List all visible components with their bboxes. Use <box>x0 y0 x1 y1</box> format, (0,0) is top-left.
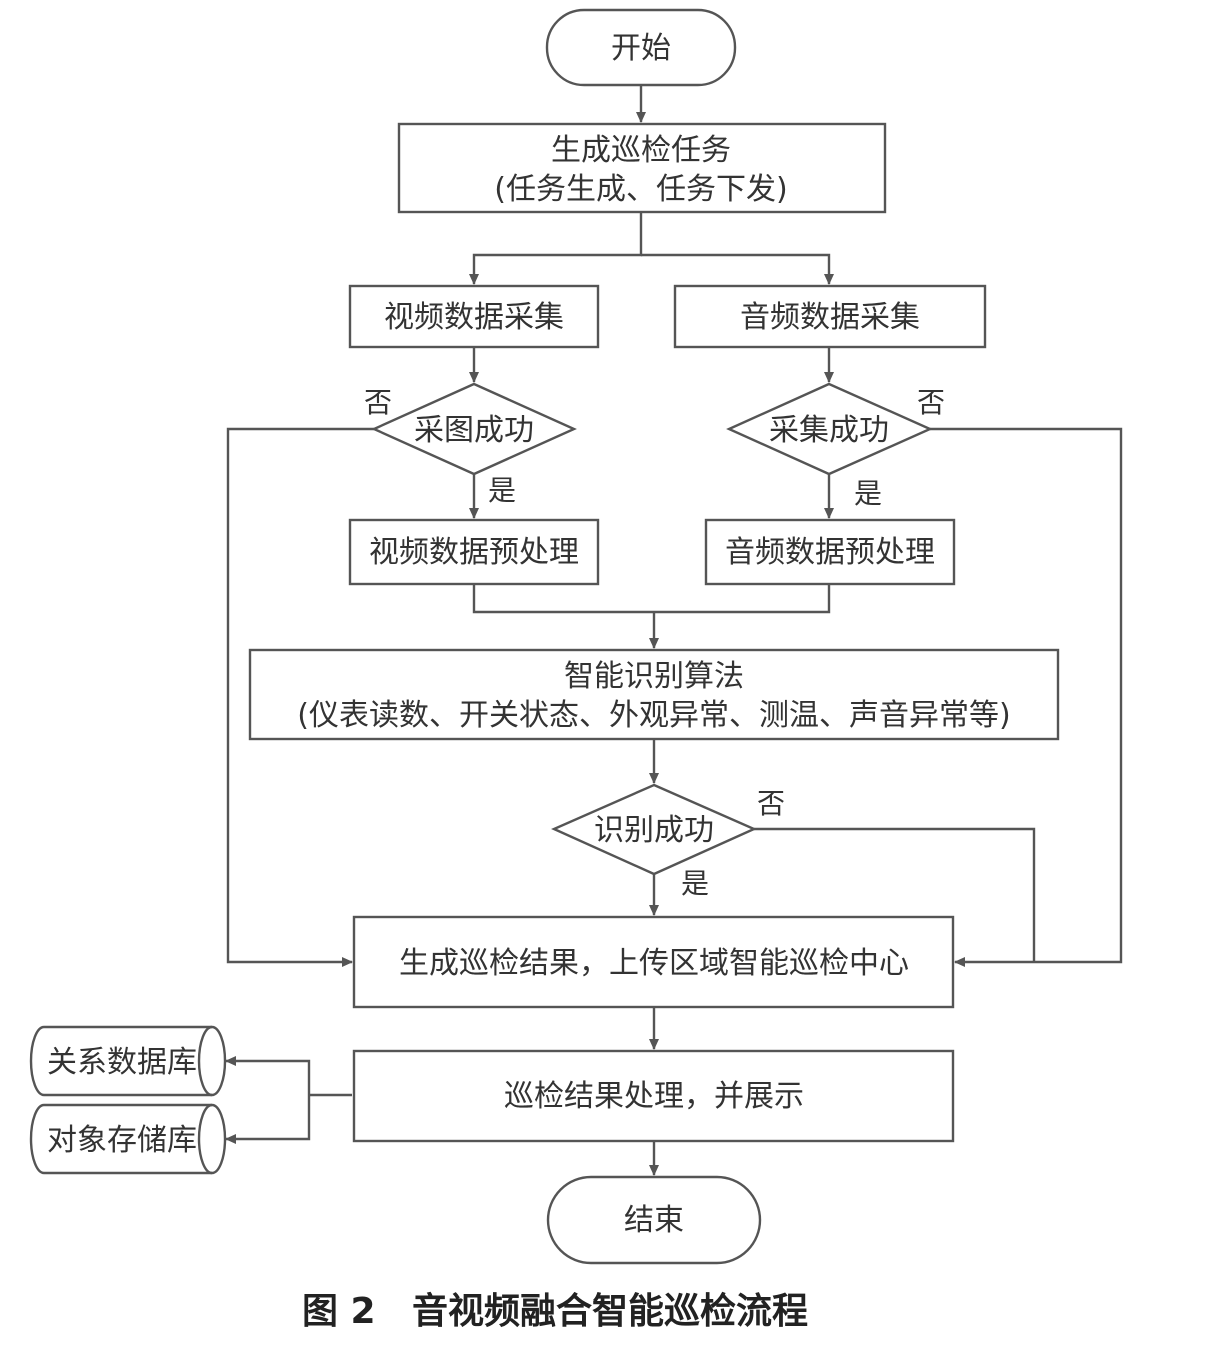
algorithm-detail: (仪表读数、开关状态、外观异常、测温、声音异常等) <box>297 698 1010 733</box>
audio-collect-label: 音频数据采集 <box>740 300 920 335</box>
recognize-no-label: 否 <box>757 787 785 820</box>
capture-yes-label: 是 <box>488 474 516 507</box>
collect-no-label: 否 <box>917 386 945 419</box>
arrow-to-object-store <box>225 1095 311 1144</box>
recognize-success-decision: 识别成功 <box>551 783 757 876</box>
generate-task-box: 生成巡检任务 (任务生成、任务下发) <box>397 122 887 214</box>
algorithm-box: 智能识别算法 (仪表读数、开关状态、外观异常、测温、声音异常等) <box>248 648 1060 741</box>
video-preprocess-box: 视频数据预处理 <box>348 518 600 586</box>
arrow-task-to-video <box>469 212 643 285</box>
video-collect-box: 视频数据采集 <box>348 284 600 349</box>
end-label: 结束 <box>624 1203 684 1238</box>
generate-task-title: 生成巡检任务 <box>551 133 731 168</box>
video-collect-label: 视频数据采集 <box>384 300 564 335</box>
arrow-task-to-audio <box>641 253 834 285</box>
collect-success-label: 采集成功 <box>769 413 889 448</box>
generate-task-detail: (任务生成、任务下发) <box>494 172 787 207</box>
object-store-label: 对象存储库 <box>47 1123 197 1158</box>
arrow-recognize-no <box>754 827 1036 962</box>
recognize-yes-label: 是 <box>681 867 709 900</box>
end-terminal: 结束 <box>546 1175 762 1265</box>
collect-yes-label: 是 <box>854 477 882 510</box>
arrow-collect-no <box>930 427 1123 967</box>
merge-preprocess <box>472 584 831 614</box>
figure-title: 音视频融合智能巡检流程 <box>412 1291 808 1332</box>
algorithm-title: 智能识别算法 <box>564 659 744 694</box>
arrow-to-relational-db <box>225 1056 311 1095</box>
capture-success-label: 采图成功 <box>414 413 534 448</box>
start-label: 开始 <box>611 31 671 66</box>
process-result-label: 巡检结果处理，并展示 <box>504 1079 804 1114</box>
audio-preprocess-label: 音频数据预处理 <box>725 535 935 570</box>
connectors <box>225 85 1123 1176</box>
audio-collect-box: 音频数据采集 <box>673 284 987 349</box>
capture-no-label: 否 <box>364 386 392 419</box>
collect-success-decision: 采集成功 <box>726 382 933 476</box>
relational-db-label: 关系数据库 <box>47 1045 197 1080</box>
start-terminal: 开始 <box>545 8 737 87</box>
generate-result-box: 生成巡检结果，上传区域智能巡检中心 <box>352 915 955 1009</box>
audio-preprocess-box: 音频数据预处理 <box>704 518 956 586</box>
relational-db-storage: 关系数据库 <box>29 1025 227 1097</box>
figure-number: 图 2 <box>302 1291 376 1332</box>
arrow-capture-no <box>226 427 374 967</box>
capture-success-decision: 采图成功 <box>371 382 577 476</box>
object-store-storage: 对象存储库 <box>29 1103 227 1175</box>
recognize-success-label: 识别成功 <box>594 813 714 848</box>
generate-result-label: 生成巡检结果，上传区域智能巡检中心 <box>399 946 909 981</box>
video-preprocess-label: 视频数据预处理 <box>369 535 579 570</box>
process-result-box: 巡检结果处理，并展示 <box>352 1049 955 1143</box>
